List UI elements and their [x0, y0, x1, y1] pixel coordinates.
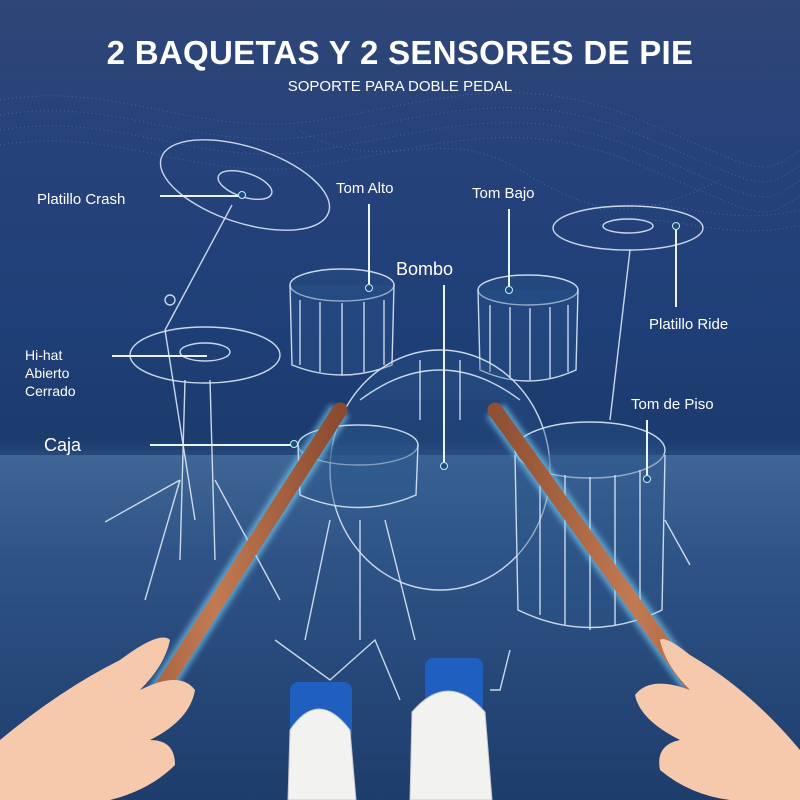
- particle-wave-background: [0, 92, 800, 232]
- leader-tom-bajo: [508, 209, 510, 287]
- ride-cymbal: [552, 205, 704, 421]
- right-hand: [635, 639, 800, 800]
- marker-tom-piso: [643, 475, 651, 483]
- tom-alto: [289, 268, 395, 376]
- label-tom-de-piso: Tom de Piso: [631, 396, 714, 413]
- left-shoe: [287, 708, 357, 800]
- label-platillo-crash: Platillo Crash: [37, 191, 126, 208]
- pedal-stands: [274, 638, 511, 701]
- tom-bajo: [477, 274, 579, 382]
- hihat-line-2: Abierto: [25, 365, 70, 381]
- label-hihat: Hi-hat Abierto Cerrado: [25, 346, 76, 400]
- label-tom-alto: Tom Alto: [336, 180, 394, 197]
- hihat-line-1: Hi-hat: [25, 347, 63, 363]
- label-platillo-ride: Platillo Ride: [649, 316, 729, 333]
- marker-tom-bajo: [505, 286, 513, 294]
- label-caja: Caja: [44, 435, 82, 455]
- crash-cymbal: [159, 139, 331, 521]
- left-hand: [0, 637, 195, 800]
- marker-bombo: [440, 462, 448, 470]
- leader-tom-piso: [646, 420, 648, 476]
- banner-subtitle: SOPORTE PARA DOBLE PEDAL: [287, 78, 513, 95]
- banner-title: 2 BAQUETAS Y 2 SENSORES DE PIE: [106, 34, 694, 71]
- tom-de-piso: [514, 421, 691, 630]
- leader-hihat: [112, 355, 207, 357]
- leader-ride: [675, 227, 677, 307]
- marker-ride: [672, 222, 680, 230]
- hihat-line-3: Cerrado: [25, 383, 76, 399]
- leader-crash: [160, 195, 242, 197]
- marker-crash: [238, 191, 246, 199]
- label-tom-bajo: Tom Bajo: [472, 185, 535, 202]
- leader-caja: [150, 444, 292, 446]
- leader-tom-alto: [368, 204, 370, 284]
- right-shoe: [409, 690, 493, 800]
- leader-bombo: [443, 285, 445, 463]
- marker-tom-alto: [365, 284, 373, 292]
- label-bombo: Bombo: [396, 259, 454, 279]
- marker-caja: [290, 440, 298, 448]
